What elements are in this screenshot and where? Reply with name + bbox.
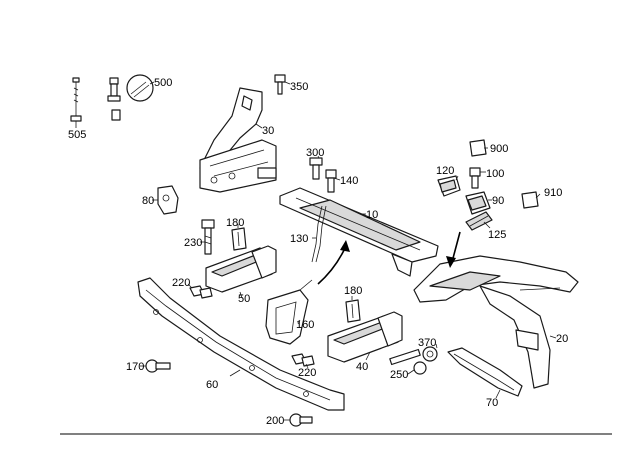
part-180-clip-lower xyxy=(345,299,361,323)
part-125-tube xyxy=(465,211,493,231)
part-180-clip-upper xyxy=(231,227,247,251)
callout-20: 20 xyxy=(556,333,568,345)
callout-160: 160 xyxy=(296,319,314,331)
part-910-block xyxy=(521,191,539,209)
part-60-bumper-beam xyxy=(137,277,345,411)
callout-370: 370 xyxy=(418,337,436,349)
part-120-sensor-housing xyxy=(437,175,461,197)
part-140-nut xyxy=(325,169,337,193)
callout-130: 130 xyxy=(290,233,308,245)
part-160-center-bracket xyxy=(265,279,313,345)
part-300-bolt xyxy=(309,157,323,180)
callout-140: 140 xyxy=(340,175,358,187)
part-505-bolt xyxy=(70,77,82,122)
callout-505: 505 xyxy=(68,129,86,141)
callout-170: 170 xyxy=(126,361,144,373)
part-900-block xyxy=(469,139,487,157)
callout-30: 30 xyxy=(262,125,274,137)
callout-220-right: 220 xyxy=(298,367,316,379)
part-50-left-bracket xyxy=(205,245,277,293)
leader-lines xyxy=(75,81,557,421)
callout-120: 120 xyxy=(436,165,454,177)
callout-50: 50 xyxy=(238,293,250,305)
part-500-bolt-clip xyxy=(107,74,154,121)
part-70-lower-support xyxy=(447,347,523,397)
callout-10: 10 xyxy=(366,209,378,221)
callout-60: 60 xyxy=(206,379,218,391)
part-220-clip-right xyxy=(291,353,315,367)
callout-180-lower: 180 xyxy=(344,285,362,297)
part-370-nut xyxy=(422,346,438,362)
part-220-clip-left xyxy=(189,285,213,299)
part-10-cross-member xyxy=(279,187,439,277)
callout-230: 230 xyxy=(184,237,202,249)
part-30-upper-bracket xyxy=(199,87,277,193)
part-230-bolt xyxy=(201,219,215,255)
part-130-rod xyxy=(311,205,327,263)
callout-40: 40 xyxy=(356,361,368,373)
callout-180-upper: 180 xyxy=(226,217,244,229)
part-90-actuator xyxy=(465,191,491,215)
callout-350: 350 xyxy=(290,81,308,93)
callout-300: 300 xyxy=(306,147,324,159)
callout-200: 200 xyxy=(266,415,284,427)
callout-70: 70 xyxy=(486,397,498,409)
callout-90: 90 xyxy=(492,195,504,207)
callout-labels: 505 500 350 30 300 140 80 180 230 10 130… xyxy=(68,77,568,427)
callout-500: 500 xyxy=(154,77,172,89)
part-170-screw xyxy=(145,359,171,373)
callout-900: 900 xyxy=(490,143,508,155)
part-40-right-bracket xyxy=(327,311,403,363)
callout-125: 125 xyxy=(488,229,506,241)
part-20-side-member xyxy=(413,255,579,389)
callout-100: 100 xyxy=(486,168,504,180)
callout-250: 250 xyxy=(390,369,408,381)
part-250-bolt xyxy=(389,348,427,375)
part-100-screw xyxy=(469,167,481,189)
assembly-arrow-right xyxy=(446,231,461,268)
callout-80: 80 xyxy=(142,195,154,207)
assembly-arrow-center xyxy=(317,240,350,285)
callout-220-left: 220 xyxy=(172,277,190,289)
part-350-screw xyxy=(274,74,286,95)
part-200-screw xyxy=(289,413,313,427)
part-80-bracket xyxy=(157,185,179,215)
callout-910: 910 xyxy=(544,187,562,199)
